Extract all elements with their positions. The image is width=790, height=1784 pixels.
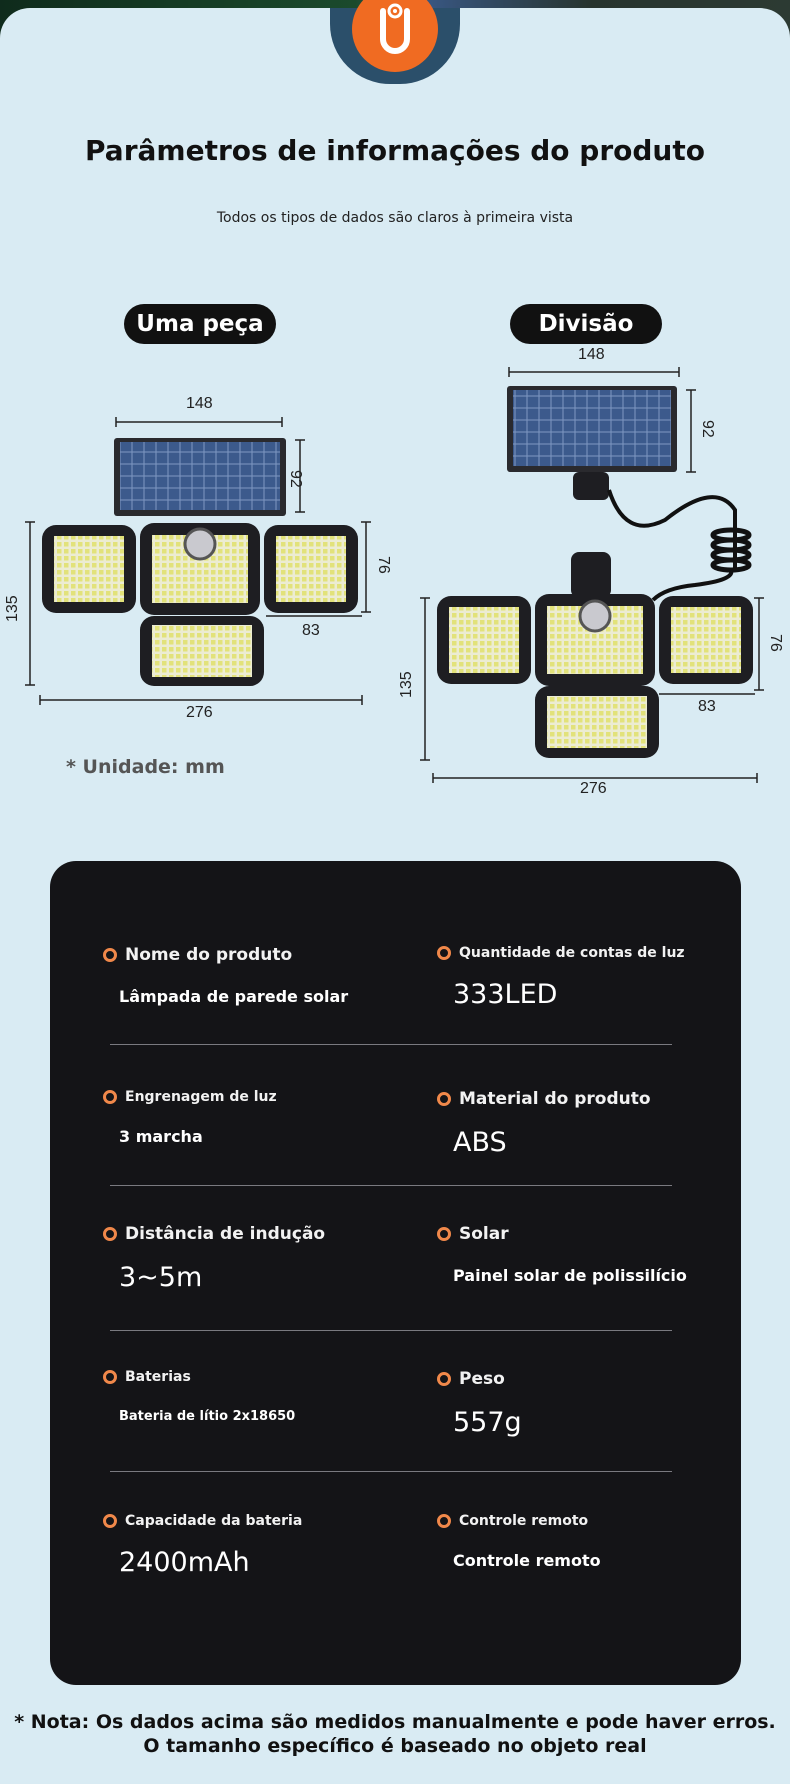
one-piece-dim-head-height: 76 [375, 556, 392, 574]
split-label: Divisão [510, 304, 662, 344]
spec-label: Controle remoto [459, 1513, 589, 1529]
spec-panel [50, 861, 741, 1685]
spec-divider [110, 1044, 672, 1045]
one-piece-dim-height: 135 [4, 595, 21, 622]
bullet-icon [103, 1090, 117, 1104]
unit-note: * Unidade: mm [66, 756, 225, 778]
spec-value: 2400mAh [119, 1547, 250, 1578]
spec-label: Peso [459, 1369, 505, 1389]
one-piece-label: Uma peça [124, 304, 276, 344]
brand-logo-icon [352, 0, 438, 72]
spec-product-name: Nome do produto Lâmpada de parede solar [103, 945, 348, 1006]
footer-note-line-2: O tamanho específico é baseado no objeto… [143, 1735, 647, 1757]
split-diagram [420, 367, 764, 783]
bullet-icon [103, 1227, 117, 1241]
spec-label: Quantidade de contas de luz [459, 945, 685, 961]
footer-note: * Nota: Os dados acima são medidos manua… [0, 1710, 790, 1758]
spec-value: ABS [453, 1127, 507, 1158]
spec-value: 3 marcha [119, 1127, 203, 1146]
bullet-icon [103, 948, 117, 962]
footer-note-line-1: * Nota: Os dados acima são medidos manua… [14, 1711, 776, 1733]
bullet-icon [437, 1514, 451, 1528]
spec-remote-control: Controle remoto Controle remoto [437, 1513, 601, 1570]
split-dim-panel-width: 148 [578, 346, 605, 363]
spec-label: Solar [459, 1224, 509, 1244]
spec-value: 557g [453, 1407, 522, 1438]
page-title: Parâmetros de informações do produto [85, 134, 705, 167]
bullet-icon [437, 1092, 451, 1106]
spec-value: 3~5m [119, 1262, 203, 1293]
split-dim-panel-height: 92 [699, 420, 716, 438]
bullet-icon [437, 1227, 451, 1241]
one-piece-diagram [25, 417, 371, 705]
spec-value: Controle remoto [453, 1551, 601, 1570]
bullet-icon [437, 946, 451, 960]
bullet-icon [103, 1370, 117, 1384]
spec-divider [110, 1185, 672, 1186]
spec-label: Engrenagem de luz [125, 1089, 277, 1105]
one-piece-dim-panel-width: 148 [186, 395, 213, 412]
spec-light-modes: Engrenagem de luz 3 marcha [103, 1089, 277, 1146]
split-dim-total-width: 276 [580, 780, 607, 797]
spec-value: Bateria de lítio 2x18650 [119, 1409, 296, 1424]
one-piece-dim-total-width: 276 [186, 704, 213, 721]
spec-batteries: Baterias Bateria de lítio 2x18650 [103, 1369, 295, 1424]
spec-sensor-distance: Distância de indução 3~5m [103, 1224, 325, 1293]
page-subtitle: Todos os tipos de dados são claros à pri… [216, 210, 574, 226]
bullet-icon [103, 1514, 117, 1528]
spec-value: Painel solar de polissilício [453, 1266, 687, 1285]
spec-label: Capacidade da bateria [125, 1513, 303, 1529]
spec-label: Distância de indução [125, 1224, 326, 1244]
spec-label: Nome do produto [125, 945, 293, 965]
spec-weight: Peso 557g [437, 1369, 522, 1438]
spec-divider [110, 1330, 672, 1331]
bullet-icon [437, 1372, 451, 1386]
spec-value: 333LED [453, 979, 558, 1010]
split-dim-head-width: 83 [698, 698, 716, 715]
one-piece-dim-panel-height: 92 [287, 470, 304, 488]
one-piece-dim-head-width: 83 [302, 622, 320, 639]
spec-value: Lâmpada de parede solar [119, 987, 349, 1006]
spec-label: Material do produto [459, 1089, 651, 1109]
spec-led-count: Quantidade de contas de luz 333LED [437, 945, 685, 1010]
spec-solar: Solar Painel solar de polissilício [437, 1224, 687, 1285]
split-dim-head-height: 76 [767, 634, 784, 652]
spec-battery-capacity: Capacidade da bateria 2400mAh [103, 1513, 302, 1578]
split-dim-height: 135 [398, 671, 415, 698]
spec-divider [110, 1471, 672, 1472]
spec-label: Baterias [125, 1369, 191, 1385]
spec-material: Material do produto ABS [437, 1089, 651, 1158]
